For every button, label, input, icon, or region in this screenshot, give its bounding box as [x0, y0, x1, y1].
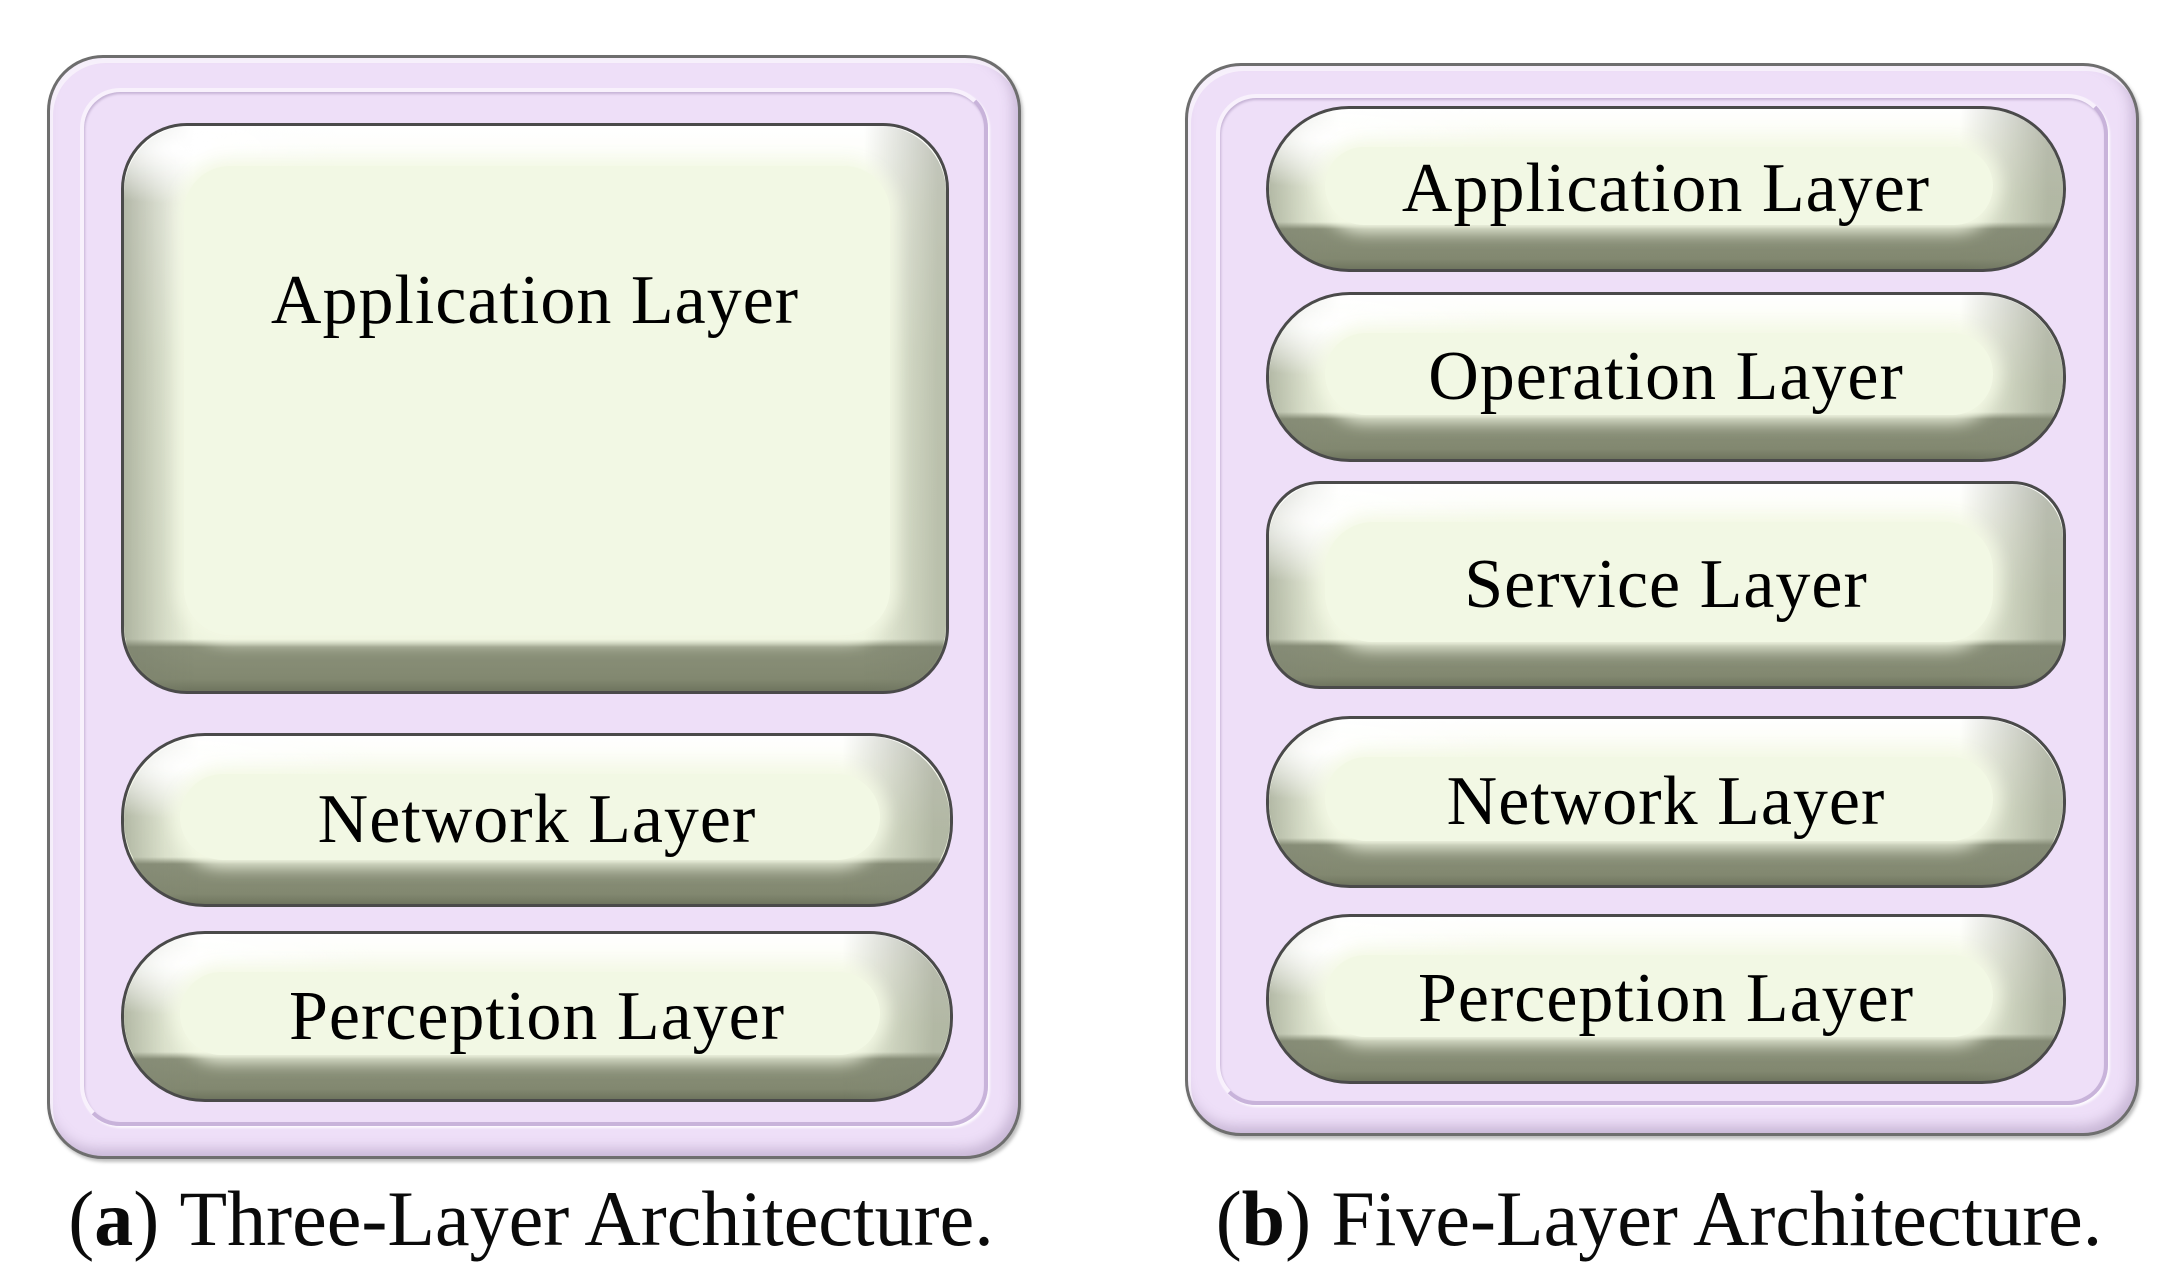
caption-marker-letter: a: [94, 1175, 134, 1262]
box-operation-layer-5l: Operation Layer: [1266, 292, 2066, 462]
box-service-layer-5l: Service Layer: [1266, 481, 2066, 689]
caption-open-paren: (: [68, 1175, 95, 1262]
box-network-layer-5l: Network Layer: [1266, 716, 2066, 888]
caption-text: Five-Layer Architecture.: [1331, 1175, 2103, 1262]
box-application-layer-3l: Application Layer: [121, 123, 949, 694]
caption-three-layer: (a)Three-Layer Architecture.: [47, 1176, 1015, 1262]
layer-label: Network Layer: [1446, 763, 1886, 840]
layer-label: Service Layer: [1464, 546, 1868, 623]
layer-label: Perception Layer: [1417, 960, 1915, 1037]
box-perception-layer-3l: Perception Layer: [121, 931, 953, 1102]
three-layer-panel: Application Layer Network Layer Percepti…: [47, 55, 1021, 1159]
caption-close-paren: ): [133, 1175, 160, 1262]
caption-text: Three-Layer Architecture.: [179, 1175, 994, 1262]
box-perception-layer-5l: Perception Layer: [1266, 914, 2066, 1084]
layer-label: Application Layer: [1401, 150, 1931, 227]
box-network-layer-3l: Network Layer: [121, 733, 953, 907]
caption-five-layer: (b)Five-Layer Architecture.: [1185, 1176, 2133, 1262]
caption-marker-letter: b: [1241, 1175, 1286, 1262]
layer-label: Network Layer: [317, 781, 757, 858]
layer-label: Application Layer: [270, 262, 800, 339]
five-layer-panel: Application Layer Operation Layer Servic…: [1185, 63, 2139, 1136]
caption-open-paren: (: [1215, 1175, 1242, 1262]
caption-close-paren: ): [1285, 1175, 1312, 1262]
layer-label: Perception Layer: [288, 977, 786, 1055]
layer-label: Operation Layer: [1428, 338, 1904, 415]
box-application-layer-5l: Application Layer: [1266, 106, 2066, 272]
